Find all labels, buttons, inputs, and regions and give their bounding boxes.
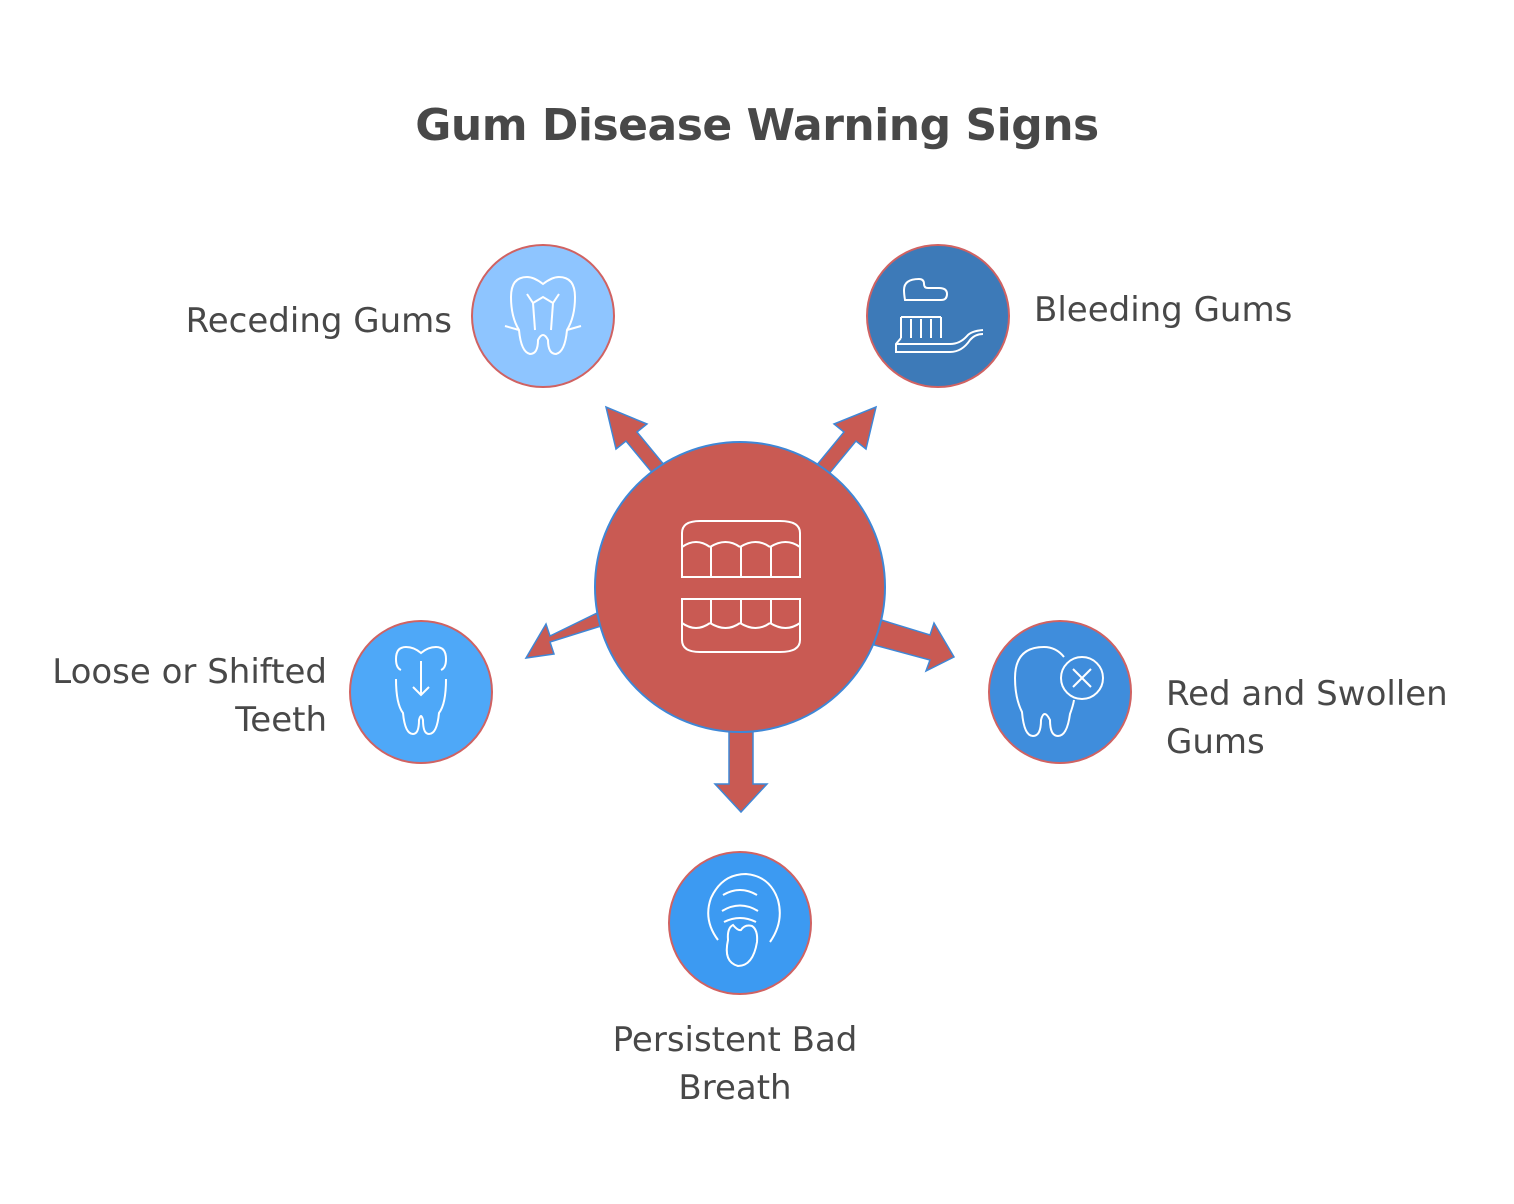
label-line: Breath <box>678 1068 792 1108</box>
label-line: Receding Gums <box>185 301 452 341</box>
node-red-and-swollen-gums <box>988 620 1132 764</box>
label-line: Bleeding Gums <box>1034 290 1293 330</box>
arrow-to-red-and-swollen-gums <box>873 618 956 673</box>
label-line: Gums <box>1166 722 1265 762</box>
tooth-down-arrow-icon <box>394 646 448 736</box>
toothbrush-icon <box>895 277 984 353</box>
mouth-tongue-icon <box>707 872 781 968</box>
receding-gums-circle <box>471 244 615 388</box>
label-bleeding-gums: Bleeding Gums <box>1034 286 1292 334</box>
tooth-x-icon <box>1013 645 1104 738</box>
persistent-bad-breath-circle <box>668 851 812 995</box>
label-red-and-swollen-gums: Red and Swollen Gums <box>1166 670 1448 766</box>
label-persistent-bad-breath: Persistent Bad Breath <box>535 1016 935 1112</box>
label-line: Red and Swollen <box>1166 674 1448 714</box>
diagram-title: Gum Disease Warning Signs <box>415 100 1099 151</box>
label-receding-gums: Receding Gums <box>186 297 452 345</box>
node-receding-gums <box>471 244 615 388</box>
label-line: Teeth <box>235 700 327 740</box>
node-persistent-bad-breath <box>668 851 812 995</box>
teeth-icon <box>681 520 801 653</box>
label-line: Loose or Shifted <box>52 652 327 692</box>
arrow-to-receding-gums <box>604 405 667 477</box>
label-line: Persistent Bad <box>612 1020 858 1060</box>
arrow-to-bleeding-gums <box>814 405 878 477</box>
arrow-to-loose-or-shifted-teeth <box>524 611 602 659</box>
node-bleeding-gums <box>866 244 1010 388</box>
hub-node <box>594 441 886 733</box>
hub-circle <box>594 441 886 733</box>
red-and-swollen-gums-circle <box>988 620 1132 764</box>
tooth-icon <box>504 275 582 356</box>
arrow-to-persistent-bad-breath <box>713 727 769 814</box>
label-loose-or-shifted-teeth: Loose or Shifted Teeth <box>52 648 327 744</box>
node-loose-or-shifted-teeth <box>349 620 493 764</box>
